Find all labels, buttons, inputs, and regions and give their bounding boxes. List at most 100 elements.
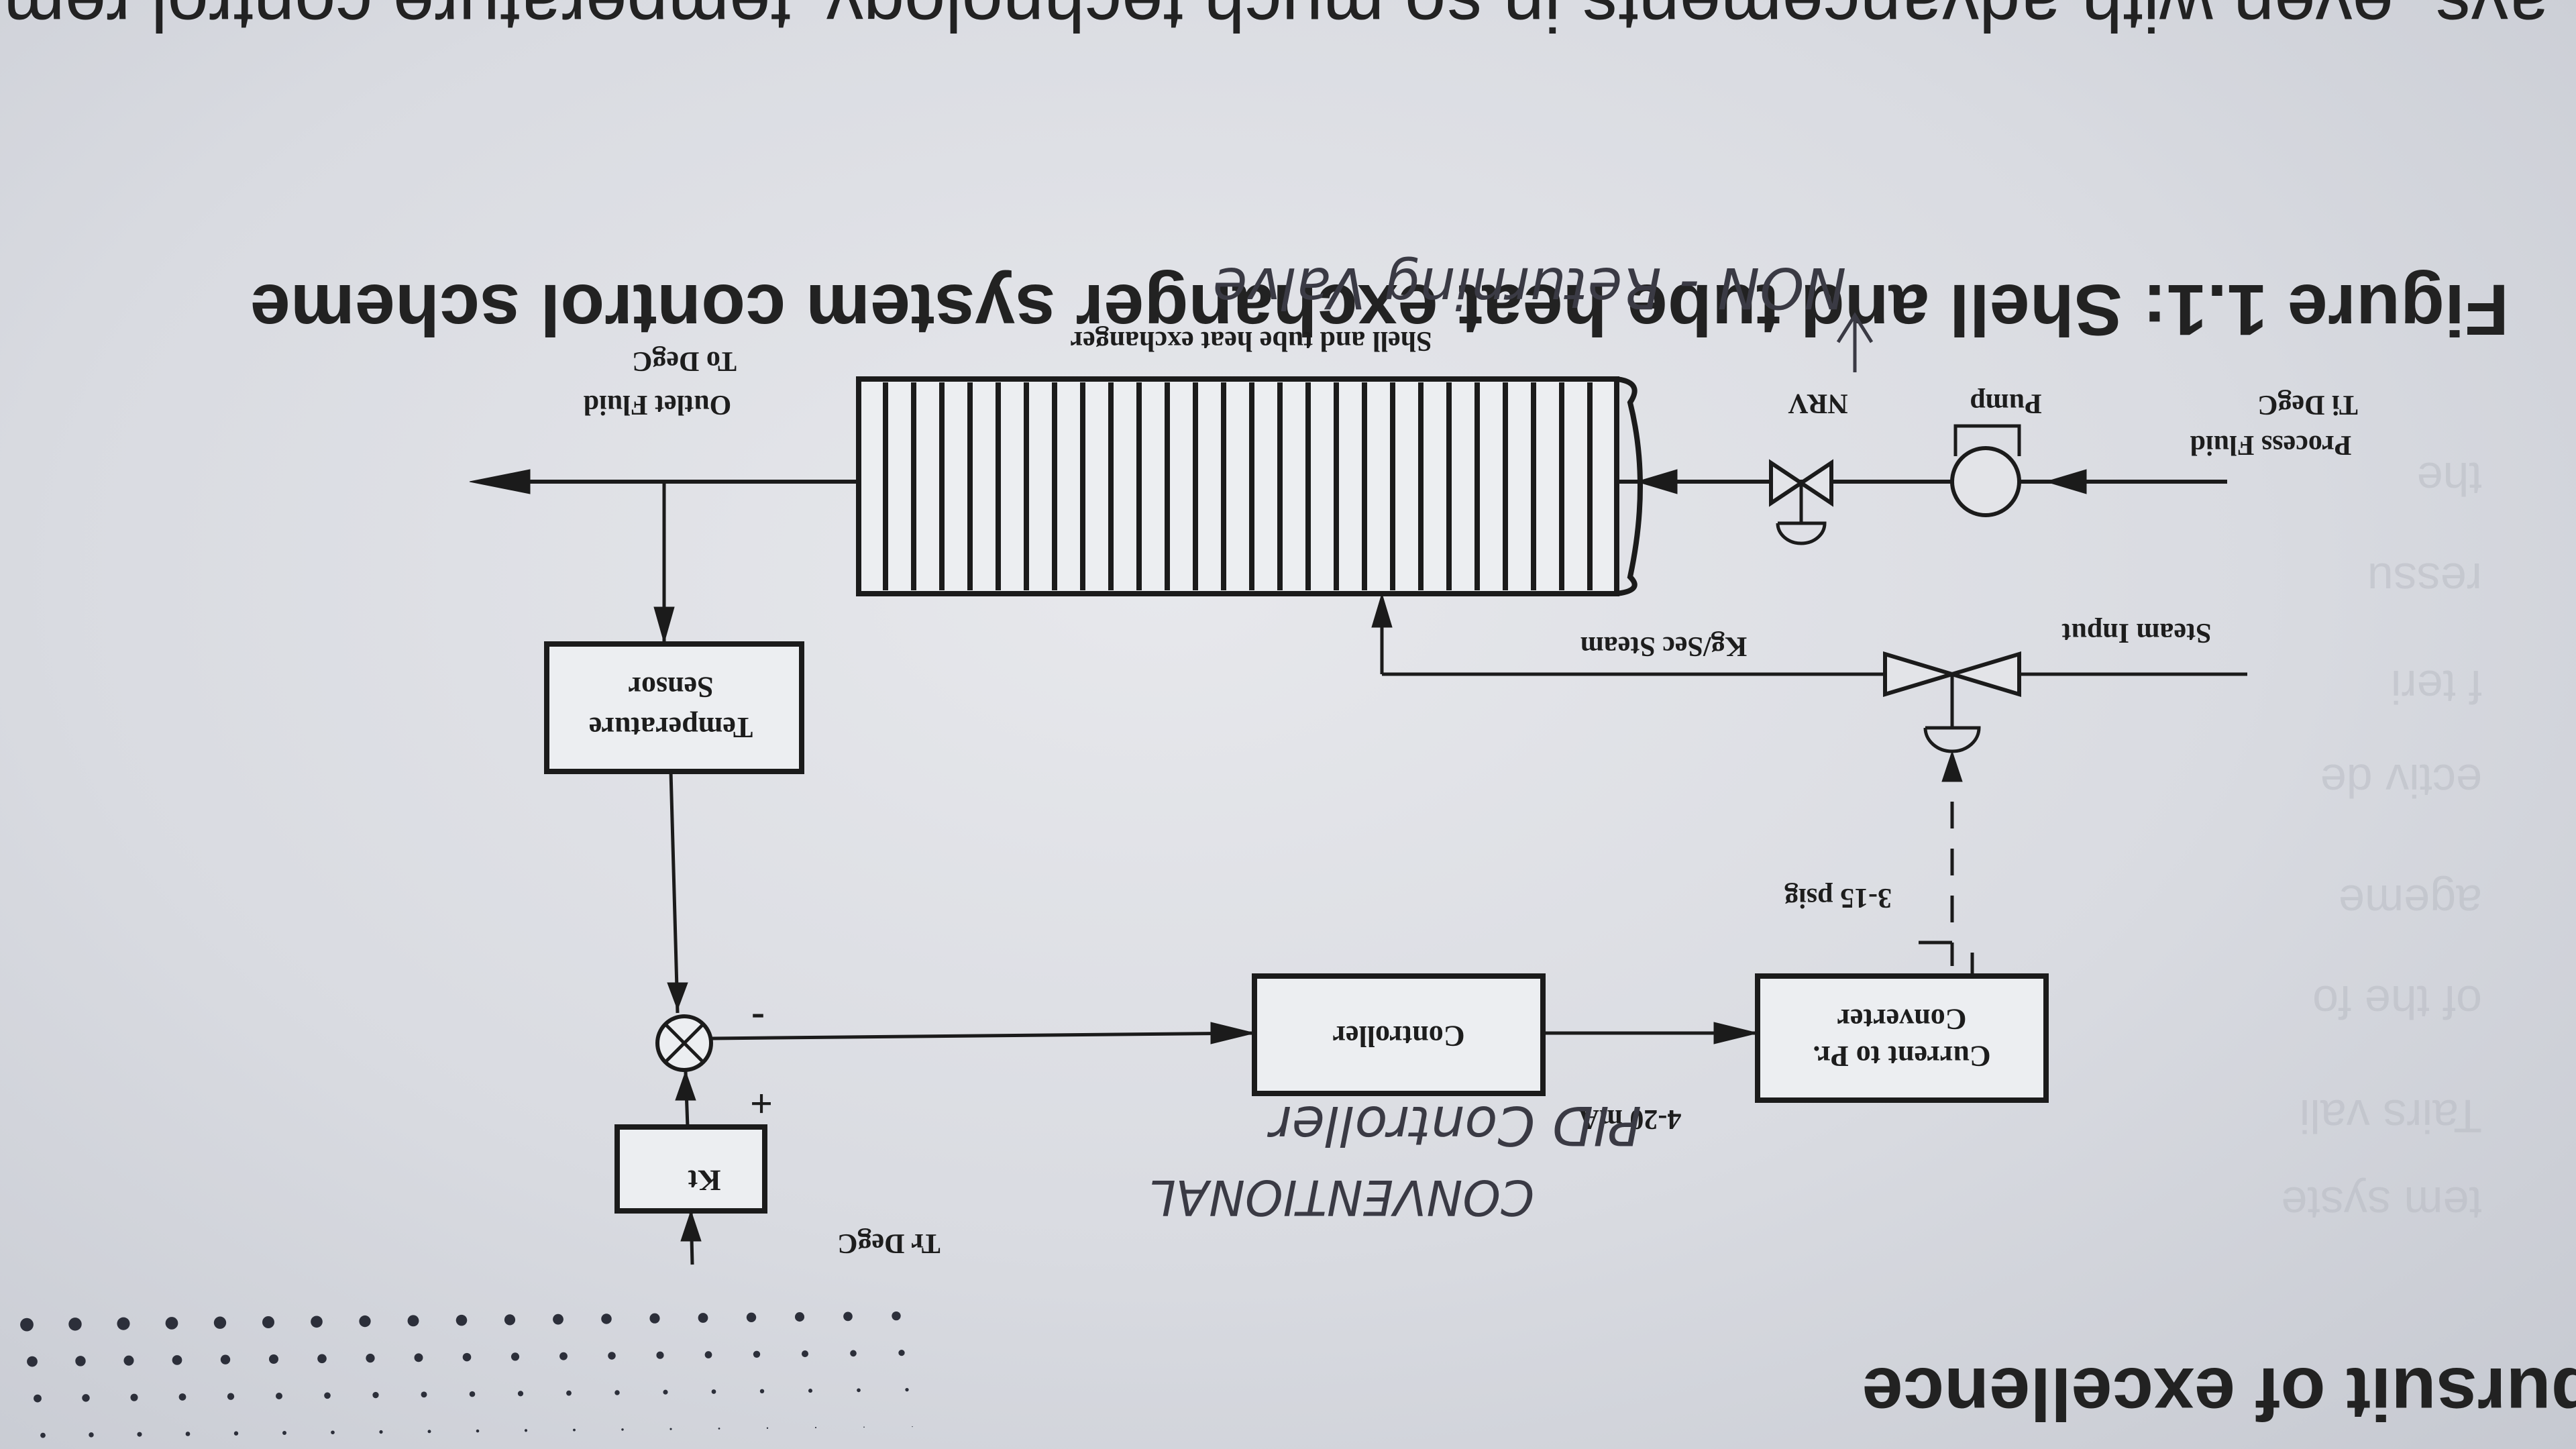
decorative-dot	[89, 1432, 94, 1438]
decorative-dot	[857, 1388, 861, 1393]
nrv-valve-symbol	[1769, 459, 1833, 545]
controller-label: Controller	[1332, 1020, 1464, 1053]
decorative-dot	[746, 1312, 757, 1323]
decorative-dot	[276, 1393, 282, 1399]
svg-text:tem syste: tem syste	[2281, 1177, 2482, 1230]
handwritten-pid-line1: CONVENTIONAL	[1149, 1169, 1535, 1226]
decorative-dot	[165, 1317, 178, 1330]
decorative-dot	[34, 1394, 42, 1403]
temperature-sensor-block	[544, 641, 804, 774]
control-scheme-diagram	[469, 312, 2247, 1265]
steam-arrow	[1371, 592, 1393, 628]
nrv-label: NRV	[1788, 388, 1848, 419]
top-body-text: ays, even with advancements in so much t…	[0, 0, 2549, 46]
plus-sign: +	[750, 1081, 773, 1126]
decorative-dot	[185, 1432, 191, 1436]
steam-flow-label: Kg/Sec Steam	[1580, 631, 1747, 661]
pump-label: Pump	[1970, 388, 2041, 419]
decorative-dot	[663, 1389, 668, 1395]
outlet-arrow	[469, 469, 531, 494]
decorative-dot	[656, 1351, 664, 1359]
shell-tube-exchanger	[856, 376, 1643, 596]
exchanger-inlet-arrow	[1635, 469, 1678, 494]
decorative-dot	[40, 1432, 46, 1438]
decorative-dot	[759, 1389, 765, 1393]
summing-junction	[655, 1014, 713, 1072]
handwritten-notes: CONVENTIONAL PID Controller NON - Return…	[1149, 255, 1846, 1226]
decorative-dot	[233, 1431, 239, 1436]
setpoint-label: Tr DegC	[837, 1228, 941, 1258]
handwritten-arrow	[1836, 312, 1874, 372]
figure-caption: Figure 1.1: Shell and tube heat exchange…	[250, 270, 2509, 351]
steam-control-valve	[1883, 651, 2021, 753]
decorative-dot	[462, 1352, 472, 1362]
decorative-dot	[82, 1394, 90, 1402]
decorative-dot	[469, 1391, 476, 1397]
sensor-input-arrow	[653, 606, 675, 644]
decorative-dot	[573, 1428, 576, 1432]
kt-to-sum-arrow	[675, 1070, 696, 1101]
decorative-dot	[421, 1391, 427, 1398]
outlet-fluid-label-1: Outlet Fluid	[584, 389, 732, 420]
decorative-dot	[123, 1355, 134, 1366]
error-line	[710, 1031, 1255, 1040]
decorative-dot	[117, 1317, 130, 1330]
kt-label: Kt	[688, 1164, 720, 1197]
svg-text:f teri: f teri	[2391, 661, 2482, 713]
decorative-dot	[178, 1393, 186, 1401]
decorative-dot	[311, 1316, 323, 1328]
handwritten-nrv-note: NON - Returning Valve	[1213, 255, 1846, 321]
decorative-dot	[843, 1311, 853, 1322]
decorative-dot	[476, 1429, 480, 1433]
decorative-dot	[892, 1311, 901, 1321]
decorative-dot	[704, 1351, 712, 1358]
decorative-dot	[213, 1316, 227, 1329]
ma-signal-label: 4-20 mA	[1578, 1104, 1681, 1134]
error-arrow	[1210, 1022, 1255, 1044]
decorative-dot	[753, 1350, 761, 1358]
decorative-dot	[608, 1352, 616, 1360]
decorative-dot	[614, 1390, 620, 1395]
decorative-dot	[331, 1430, 335, 1435]
exchanger-label: Shell and tube heat exchanger	[1070, 325, 1432, 356]
decorative-dot	[517, 1391, 524, 1397]
minus-sign: -	[751, 998, 765, 1042]
svg-text:ectiv de: ectiv de	[2320, 755, 2482, 807]
svg-text:ageme: ageme	[2339, 875, 2482, 928]
decorative-dot	[524, 1429, 528, 1432]
decorative-dot	[814, 1427, 817, 1429]
decorative-dot	[718, 1428, 720, 1430]
svg-text:Tairs vali: Tairs vali	[2300, 1090, 2482, 1142]
bleed-through-text: tem syste Tairs vali of the fo ageme ect…	[2281, 453, 2482, 1230]
decorative-dot	[137, 1432, 142, 1437]
decorative-dot	[427, 1430, 431, 1434]
decorative-dot	[698, 1313, 708, 1323]
decorative-dot	[282, 1431, 286, 1435]
decorative-dot	[808, 1389, 813, 1393]
controller-block	[1252, 973, 1546, 1096]
decorative-dot	[511, 1352, 520, 1361]
i-to-p-converter-block	[1755, 973, 2049, 1103]
handwritten-pid-line2: PID Controller	[1267, 1094, 1642, 1157]
decorative-dot	[130, 1393, 138, 1401]
decorative-dot	[317, 1354, 327, 1364]
bottom-heading: pursuit of excellence	[1862, 1352, 2576, 1435]
decorative-dot	[863, 1426, 865, 1428]
svg-text:ressu: ressu	[2367, 553, 2482, 606]
decorative-dot	[407, 1315, 419, 1327]
decorative-dot	[27, 1356, 38, 1367]
steam-input-label: Steam Input	[2062, 617, 2212, 648]
setpoint-arrow	[680, 1210, 702, 1242]
sensor-label-2: Sensor	[628, 671, 713, 704]
decorative-dot	[801, 1350, 809, 1358]
decorative-dot	[227, 1393, 235, 1400]
decorative-dot	[566, 1390, 572, 1396]
feedback-line	[669, 771, 680, 1014]
decorative-dot	[649, 1313, 660, 1324]
decorative-dot	[359, 1315, 371, 1328]
decorative-dot	[504, 1314, 516, 1326]
decorative-dot	[20, 1318, 34, 1332]
decorative-dot	[601, 1313, 612, 1324]
dot-pattern	[20, 1311, 913, 1438]
